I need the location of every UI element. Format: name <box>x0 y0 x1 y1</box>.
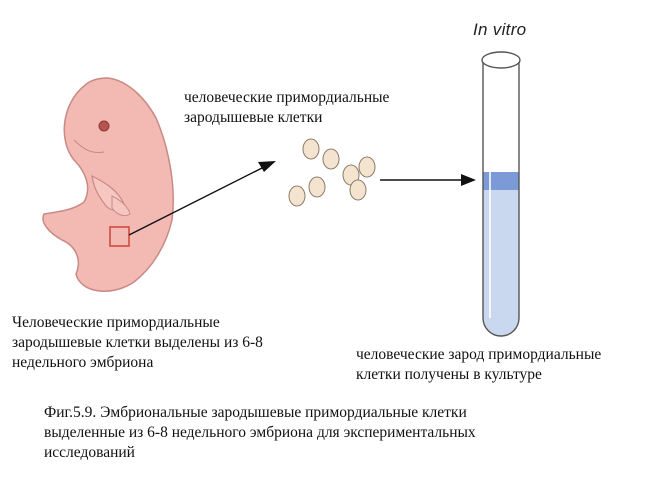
figure-caption: Фиг.5.9. Эмбриональные зародышевые примо… <box>44 404 476 461</box>
cell <box>349 179 367 201</box>
tube-cell-band <box>483 172 519 190</box>
tube-liquid <box>483 172 519 336</box>
arrow-embryo-to-cells <box>128 161 276 236</box>
embryo-body <box>42 77 174 292</box>
culture-label: человеческие зарод примордиальные клетки… <box>356 346 602 383</box>
arrow-cells-to-tube <box>380 174 476 186</box>
cell <box>302 138 320 160</box>
cell <box>322 148 340 170</box>
cell <box>358 156 376 178</box>
sampled-region-box <box>109 226 130 247</box>
source-label: Человеческие примордиальные зародышевые … <box>12 314 263 371</box>
cell <box>308 176 326 198</box>
embryo-limb-bud-lower <box>111 195 131 217</box>
cell <box>288 185 306 207</box>
embryo-illustration <box>42 77 174 292</box>
cells-label: человеческие примордиальные зародышевые … <box>184 89 390 126</box>
embryo-eye <box>98 120 110 132</box>
embryo-crease <box>73 139 105 153</box>
tube-rim <box>481 51 521 69</box>
cell-cluster <box>288 138 376 207</box>
in-vitro-label: In vitro <box>473 20 527 39</box>
test-tube <box>481 51 521 337</box>
tube-glass <box>482 60 520 337</box>
